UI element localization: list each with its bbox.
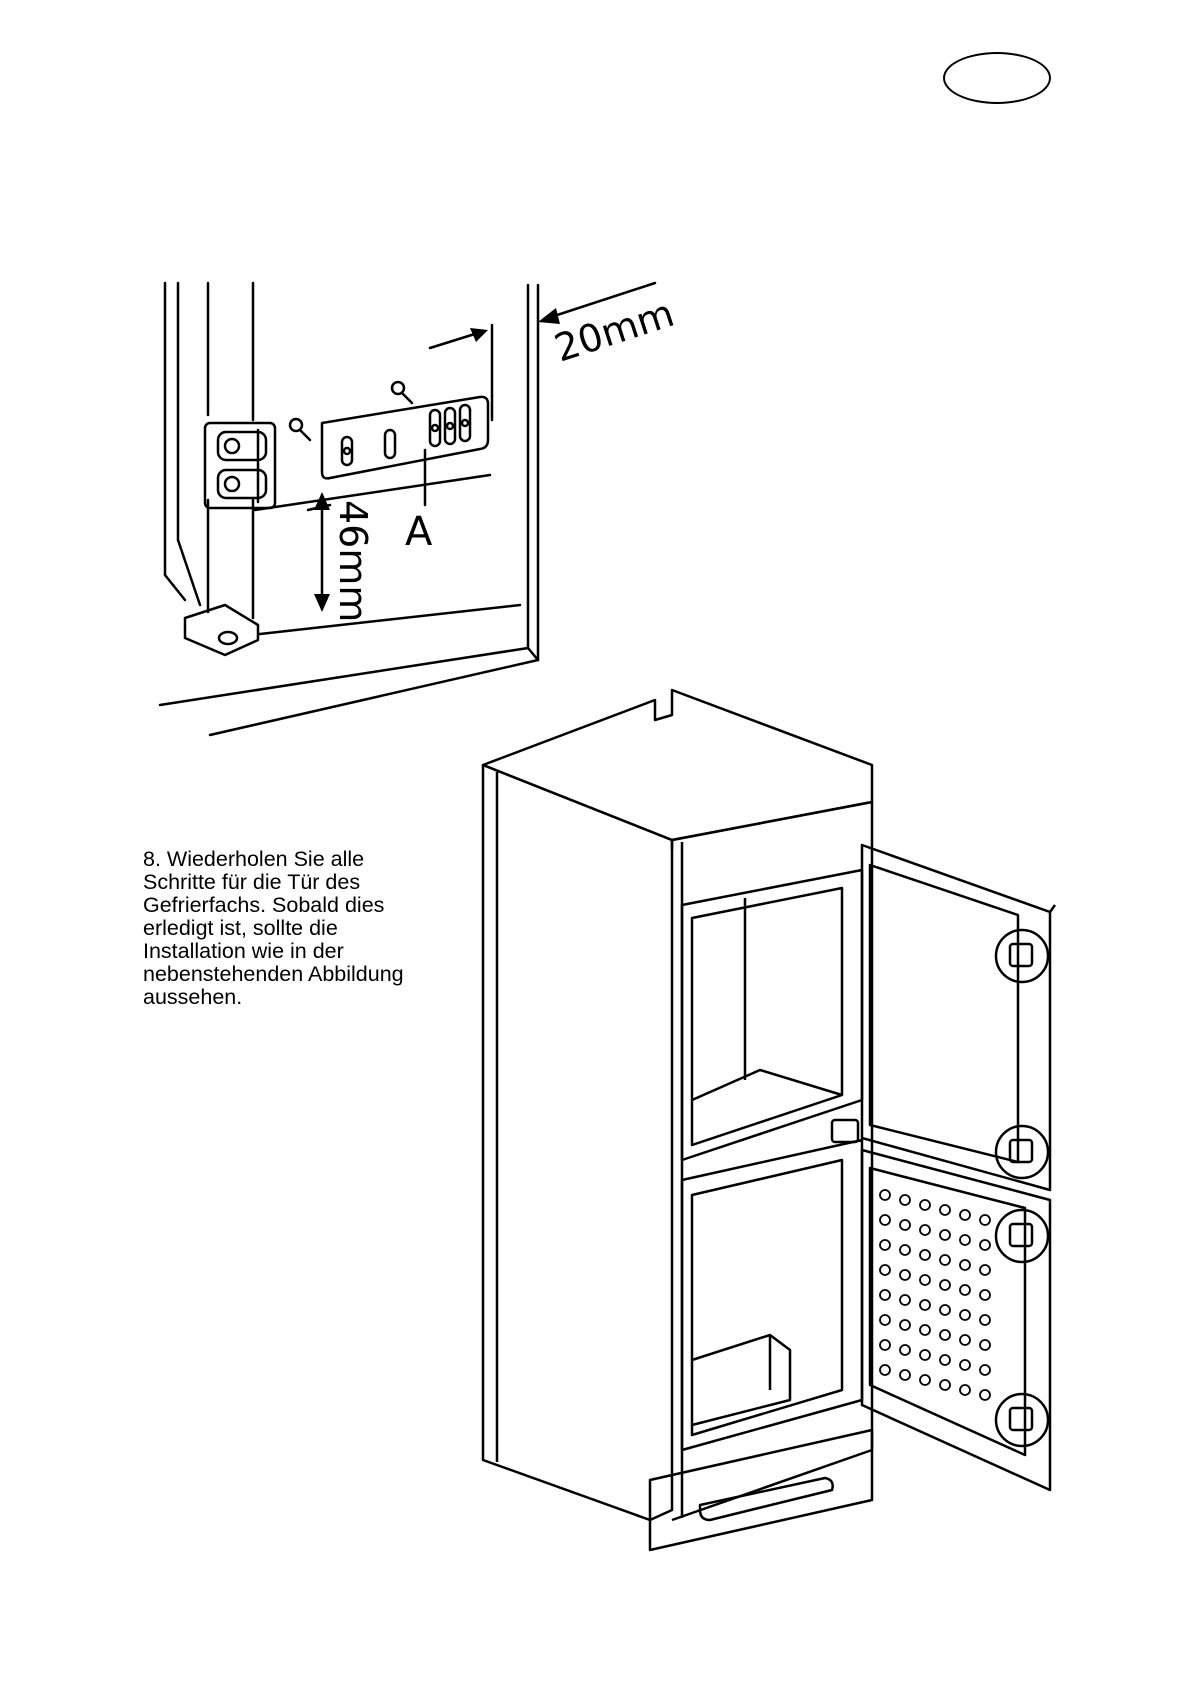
step-8-instruction: 8. Wiederholen Sie alle Schritte für die…	[143, 848, 433, 1009]
